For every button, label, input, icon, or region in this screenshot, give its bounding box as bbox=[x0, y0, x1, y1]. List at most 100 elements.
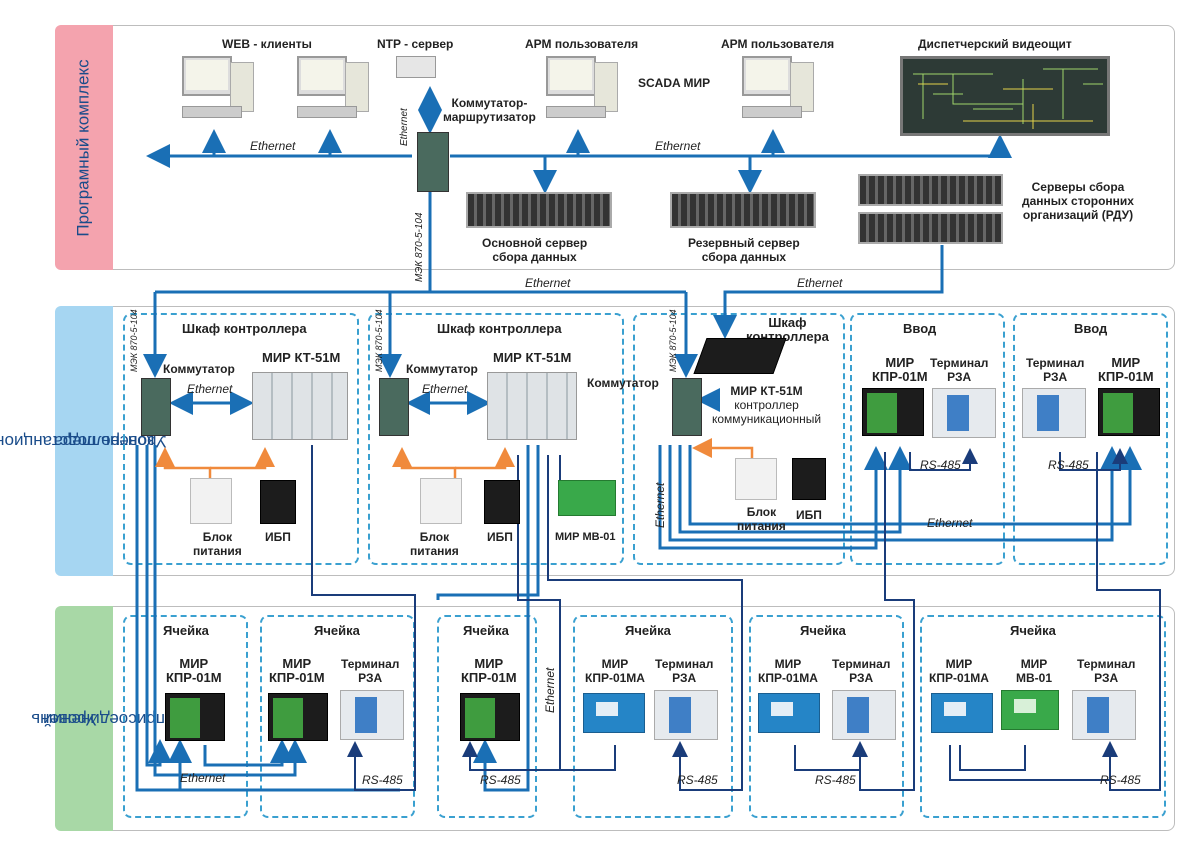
cell-4-title: Ячейка bbox=[625, 623, 671, 638]
cabinet-1-ups-label: ИБП bbox=[265, 530, 291, 544]
video-wall-label: Диспетчерский видеощит bbox=[918, 37, 1072, 51]
input-1-rza-device bbox=[932, 388, 996, 438]
cabinet-1-psu bbox=[190, 478, 232, 524]
input-1-rs485: RS-485 bbox=[920, 458, 961, 472]
cabinet-3-switch-label: Коммутатор bbox=[587, 376, 659, 390]
cell-5-kpr-device bbox=[758, 693, 820, 733]
input-2-rza-device bbox=[1022, 388, 1086, 438]
cabinet-2-ups bbox=[484, 480, 520, 524]
band-substation-label: Уровень подстанционногоконтроллера bbox=[0, 306, 167, 576]
cabinet-1-ups bbox=[260, 480, 296, 524]
cell-6-mv-device bbox=[1001, 690, 1059, 730]
cell-3-title: Ячейка bbox=[463, 623, 509, 638]
video-wall bbox=[900, 56, 1110, 136]
cell-5-rs485: RS-485 bbox=[815, 773, 856, 787]
ntp-server-label: NTP - сервер bbox=[377, 37, 454, 51]
cabinet-1-controller bbox=[252, 372, 348, 440]
cell-2-rza-device bbox=[340, 690, 404, 740]
mek-top-vert: МЭК 870-5-104 bbox=[414, 212, 425, 282]
cabinet-2-mek: МЭК 870-5-104 bbox=[374, 309, 384, 372]
band-substation-bg bbox=[55, 306, 1175, 576]
cabinet-2-psu bbox=[420, 478, 462, 524]
cabinet-2-switch-label: Коммутатор bbox=[406, 362, 478, 376]
cabinet-1-switch bbox=[141, 378, 171, 436]
ethernet-top-left: Ethernet bbox=[250, 139, 296, 153]
web-client-1-computer bbox=[182, 56, 254, 126]
cabinet-1-ethernet: Ethernet bbox=[187, 382, 233, 396]
input-2-rs485: RS-485 bbox=[1048, 458, 1089, 472]
web-client-2-computer bbox=[297, 56, 369, 126]
cell-3-kpr-device bbox=[460, 693, 520, 741]
band-software-label: Програмный комплекс bbox=[55, 25, 113, 270]
input-1-title: Ввод bbox=[903, 321, 937, 336]
cabinet-1-switch-label: Коммутатор bbox=[163, 362, 235, 376]
cabinet-2-controller-label: МИР КТ-51М bbox=[493, 350, 572, 365]
cabinet-2-mv-device bbox=[558, 480, 616, 516]
cabinet-3-ups-label: ИБП bbox=[796, 508, 822, 522]
bottom-ethernet: Ethernet bbox=[180, 771, 226, 785]
cabinet-2-mv-label: МИР МВ-01 bbox=[555, 531, 616, 543]
router-label: Коммутатор-маршрутизатор bbox=[443, 96, 536, 124]
cell-6-box bbox=[920, 615, 1166, 818]
cabinet-1-controller-label: МИР КТ-51М bbox=[262, 350, 341, 365]
cell-1-box bbox=[123, 615, 248, 818]
ethernet-mid-1: Ethernet bbox=[525, 276, 571, 290]
input-2-box bbox=[1013, 313, 1168, 565]
cabinet-2-ups-label: ИБП bbox=[487, 530, 513, 544]
cell-5-title: Ячейка bbox=[800, 623, 846, 638]
cell-3-ethernet-vert: Ethernet bbox=[543, 667, 557, 713]
cabinet-3-ethernet-bottom: Ethernet bbox=[927, 516, 973, 530]
arm-2-computer bbox=[742, 56, 814, 126]
arm-1-computer bbox=[546, 56, 618, 126]
cabinet-2-ethernet: Ethernet bbox=[422, 382, 468, 396]
cell-4-box bbox=[573, 615, 733, 818]
cell-2-rs485: RS-485 bbox=[362, 773, 403, 787]
cell-5-box bbox=[749, 615, 904, 818]
cell-6-title: Ячейка bbox=[1010, 623, 1056, 638]
cabinet-3-box bbox=[633, 313, 845, 565]
cabinet-2-controller bbox=[487, 372, 577, 440]
cabinet-3-psu bbox=[735, 458, 777, 500]
cabinet-2-title: Шкаф контроллера bbox=[437, 321, 562, 336]
cell-6-rs485: RS-485 bbox=[1100, 773, 1141, 787]
cabinet-3-ethernet-vert: Ethernet bbox=[653, 482, 667, 528]
backup-server bbox=[670, 192, 816, 228]
input-2-title: Ввод bbox=[1074, 321, 1108, 336]
cell-1-title: Ячейка bbox=[163, 623, 209, 638]
input-1-kpr-device bbox=[862, 388, 924, 436]
cabinet-1-title: Шкаф контроллера bbox=[182, 321, 307, 336]
arm-1-label: АРМ пользователя bbox=[525, 37, 639, 51]
cabinet-2-switch bbox=[379, 378, 409, 436]
cell-1-kpr-device bbox=[165, 693, 225, 741]
cell-4-kpr-device bbox=[583, 693, 645, 733]
cell-3-rs485: RS-485 bbox=[480, 773, 521, 787]
cabinet-3-ups bbox=[792, 458, 826, 500]
cabinet-3-switch bbox=[672, 378, 702, 436]
input-2-kpr-device bbox=[1098, 388, 1160, 436]
ethernet-top-right: Ethernet bbox=[655, 139, 701, 153]
cell-4-rs485: RS-485 bbox=[677, 773, 718, 787]
cell-6-rza-device bbox=[1072, 690, 1136, 740]
cell-5-rza-device bbox=[832, 690, 896, 740]
main-server bbox=[466, 192, 612, 228]
